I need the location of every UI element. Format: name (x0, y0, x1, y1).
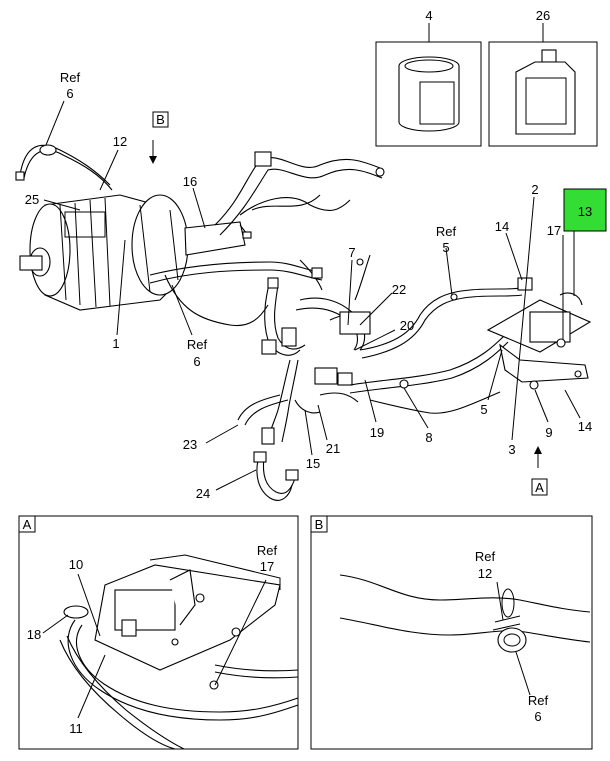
callout-2: 2 (531, 182, 538, 197)
callout-8: 8 (425, 430, 432, 445)
harness-center (237, 254, 371, 445)
callout-ref6-mid-ref: Ref (187, 337, 208, 352)
callout-22: 22 (392, 282, 406, 297)
leader-lines (43, 100, 581, 491)
callout-17: 17 (547, 223, 561, 238)
callout-3: 3 (508, 442, 515, 457)
callout-ref6-b-ref: Ref (528, 693, 549, 708)
view-b-tag (152, 111, 169, 128)
callout-11: 11 (69, 721, 83, 736)
callout-13-highlight (563, 188, 607, 232)
callout-ref12-ref: Ref (475, 549, 496, 564)
callout-10: 10 (69, 557, 83, 572)
callout-ref17-ref: Ref (257, 543, 278, 558)
callout-ref6-mid-num: 6 (193, 354, 200, 369)
callout-19: 19 (370, 425, 384, 440)
callout-12: 12 (113, 134, 127, 149)
callout-1: 1 (112, 336, 119, 351)
callout-13: 13 (578, 204, 592, 219)
detail-panel-b: B Ref 12 Ref 6 (310, 515, 593, 750)
callout-4: 4 (425, 8, 432, 23)
bracket-module (486, 277, 592, 390)
callout-ref5-num: 5 (442, 240, 449, 255)
callout-25: 25 (25, 192, 39, 207)
detail-panel-a: A 10 18 11 Ref 17 (18, 515, 299, 750)
fluid-jug-icon (515, 49, 576, 135)
view-a-label: A (535, 480, 544, 495)
view-b-label: B (156, 112, 165, 127)
callout-ref17-num: 17 (260, 559, 274, 574)
callout-26: 26 (536, 8, 550, 23)
callout-9: 9 (545, 425, 552, 440)
panel-b-tag: B (315, 517, 324, 532)
callout-20: 20 (400, 318, 414, 333)
connector-upper (254, 151, 272, 167)
callout-14-top: 14 (495, 219, 509, 234)
view-a-tag (531, 478, 548, 496)
alternator (19, 194, 189, 311)
paint-can-icon (398, 56, 460, 132)
callout-ref6-b-num: 6 (534, 709, 541, 724)
callout-ref12-num: 12 (478, 566, 492, 581)
callout-18: 18 (27, 627, 41, 642)
callout-16: 16 (183, 174, 197, 189)
callout-7: 7 (348, 245, 355, 260)
panel-a-tag: A (23, 517, 32, 532)
callout-ref5-ref: Ref (436, 224, 457, 239)
callout-23: 23 (183, 437, 197, 452)
callout-ref6-top-ref: Ref (60, 70, 81, 85)
callout-15: 15 (306, 456, 320, 471)
callout-ref6-top-num: 6 (66, 86, 73, 101)
callout-5: 5 (480, 402, 487, 417)
callout-24: 24 (196, 486, 210, 501)
sleeve-16 (184, 221, 246, 256)
callout-21: 21 (326, 441, 340, 456)
callout-14-bottom: 14 (578, 419, 592, 434)
